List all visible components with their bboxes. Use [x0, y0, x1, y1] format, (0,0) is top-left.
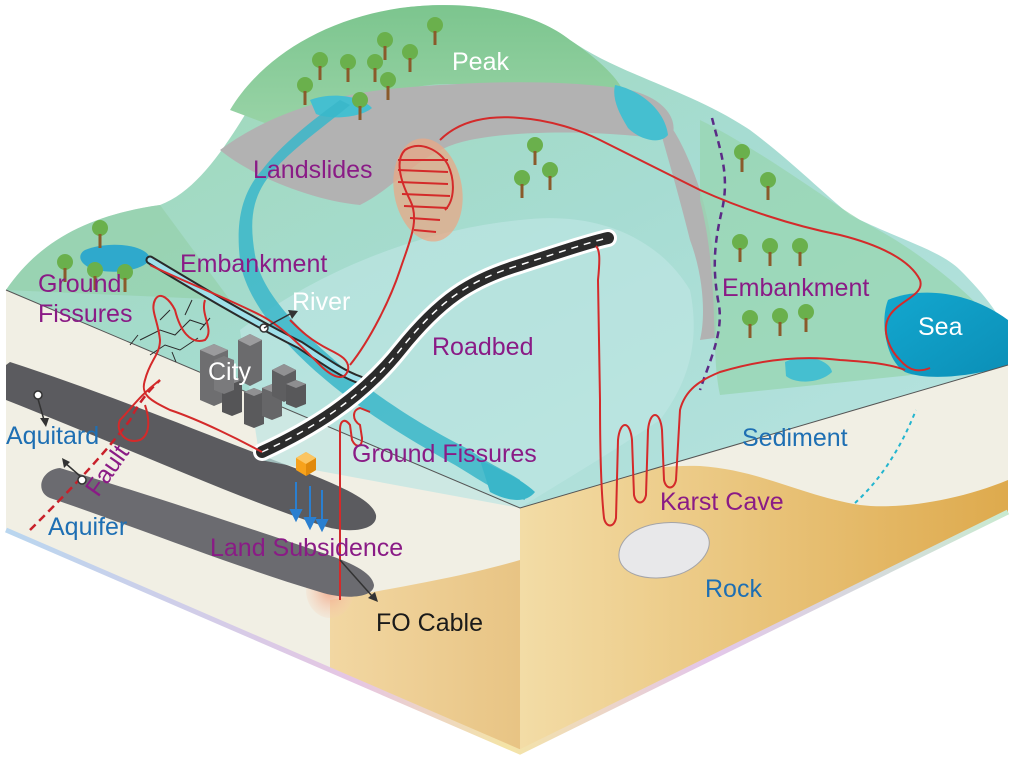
land-subsidence-label: Land Subsidence	[210, 534, 403, 562]
tree-icon	[732, 234, 748, 262]
aquifer-label: Aquifer	[48, 513, 127, 541]
peak-label: Peak	[452, 48, 509, 76]
tree-icon	[367, 54, 383, 82]
aquitard-layer	[6, 362, 377, 531]
river-channel	[238, 100, 525, 500]
tree-icon	[762, 238, 778, 266]
river-label: River	[292, 288, 350, 316]
roadbed-label: Roadbed	[432, 333, 533, 361]
tree-icon	[734, 144, 750, 172]
aquitard-label: Aquitard	[6, 422, 99, 450]
fo-cable-label: FO Cable	[376, 609, 483, 637]
sensor-box-icon	[296, 452, 316, 476]
arrow-icons	[33, 310, 378, 602]
embankment-right-label: Embankment	[722, 274, 869, 302]
sediment-boundary	[854, 409, 917, 504]
karst-cave	[618, 522, 710, 579]
aquifer-layer	[41, 468, 375, 597]
tree-icon	[742, 310, 758, 338]
arrow-icon	[33, 390, 49, 427]
tree-icon	[427, 17, 443, 45]
tree-icon	[792, 238, 808, 266]
ground-fissures-left-line-2: Fissures	[38, 300, 132, 328]
tree-icon	[57, 254, 73, 282]
top-edge	[5, 289, 1009, 509]
rock-label: Rock	[705, 575, 762, 603]
tree-icon	[87, 262, 103, 290]
mountain-lake	[614, 85, 668, 141]
tree-icon	[772, 308, 788, 336]
tree-icon	[380, 72, 396, 100]
city-buildings	[200, 334, 306, 428]
subsidence-arrows	[289, 482, 329, 533]
ground-fissures-left-line-1: Ground	[38, 270, 121, 298]
left-face	[6, 290, 520, 752]
tree-icon	[527, 137, 543, 165]
tree-icon	[312, 52, 328, 80]
building-icon	[238, 334, 262, 386]
karst-cave-label: Karst Cave	[660, 488, 784, 516]
city-label: City	[208, 358, 252, 386]
building-icon	[286, 380, 306, 408]
tree-icon	[340, 54, 356, 82]
fault-line	[29, 379, 161, 531]
tree-icon	[798, 304, 814, 332]
ground-fissures-left-label: Ground Fissures	[38, 270, 132, 328]
embankment-left-label: Embankment	[180, 250, 327, 278]
peak-area	[230, 5, 625, 125]
base-edge	[5, 509, 1010, 755]
sea-body	[884, 292, 1008, 377]
tree-icon	[542, 162, 558, 190]
landslides-label: Landslides	[253, 156, 373, 184]
sea-label: Sea	[918, 313, 963, 341]
tree-icon	[117, 264, 133, 292]
tree-icon	[514, 170, 530, 198]
fo-cable-path	[117, 116, 931, 600]
building-icon	[214, 356, 234, 394]
boundary-line	[698, 117, 727, 391]
sediment-label: Sediment	[742, 424, 848, 452]
tree-icons	[57, 17, 814, 338]
tree-icon	[352, 92, 368, 120]
right-pond	[785, 357, 832, 382]
landslide-zone	[393, 138, 463, 242]
tree-icon	[92, 220, 108, 248]
tree-icon	[402, 44, 418, 72]
ground-fissures-center-label: Ground Fissures	[352, 440, 537, 468]
building-icon	[244, 388, 264, 428]
tree-icon	[377, 32, 393, 60]
tree-icon	[760, 172, 776, 200]
tree-icon	[297, 77, 313, 105]
arrow-icon	[259, 310, 298, 333]
arrow-icon	[339, 559, 378, 602]
arrow-icon	[62, 458, 87, 485]
